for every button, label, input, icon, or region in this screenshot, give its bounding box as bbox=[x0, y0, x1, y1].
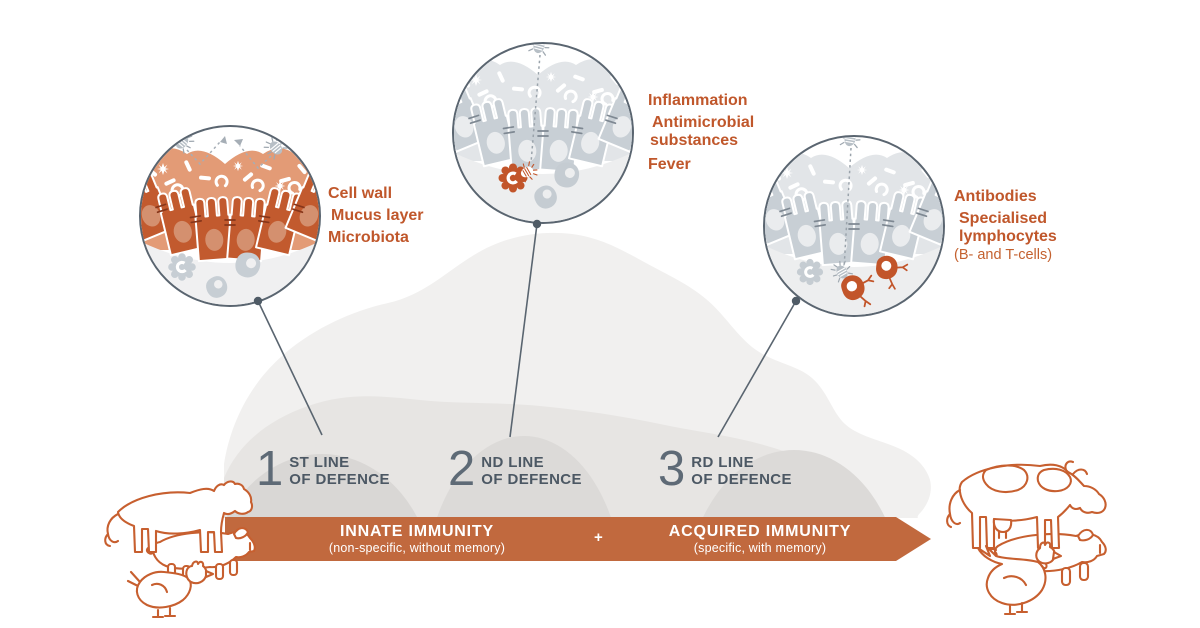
acquired-immunity-subtitle: (specific, with memory) bbox=[693, 541, 827, 555]
blob-bump-3 bbox=[702, 450, 886, 519]
label-b-and-t-cells: (B- and T-cells) bbox=[954, 247, 1053, 263]
label-fever: Fever bbox=[648, 156, 691, 173]
acquired-immunity-title: ACQUIRED IMMUNITY bbox=[668, 523, 852, 540]
defence-label-2: ND LINE OF DEFENCE bbox=[481, 454, 582, 488]
second-line-of-defence: 2 ND LINE OF DEFENCE bbox=[448, 442, 582, 496]
of-defence-text: OF DEFENCE bbox=[691, 471, 792, 489]
blocked-path-lines bbox=[186, 141, 272, 170]
label-substances: substances bbox=[650, 132, 739, 149]
defence-number-3: 3 bbox=[658, 442, 685, 496]
arrowhead-icon bbox=[220, 136, 227, 144]
invasion-path-line bbox=[530, 54, 541, 164]
label-antimicrobial: Antimicrobial bbox=[652, 114, 755, 131]
epithelium-illustration bbox=[119, 127, 340, 328]
innate-immunity-subtitle: (non-specific, without memory) bbox=[328, 541, 506, 555]
ordinal-text: ST LINE bbox=[289, 454, 350, 472]
magnifier-second-line bbox=[452, 42, 634, 438]
pointer-dot bbox=[532, 219, 542, 229]
magnifier-first-line bbox=[139, 125, 323, 436]
label-inflammation: Inflammation bbox=[648, 92, 748, 109]
acquired-immunity-block: ACQUIRED IMMUNITY (specific, with memory… bbox=[610, 522, 910, 556]
of-defence-text: OF DEFENCE bbox=[481, 471, 582, 489]
blob-bump-1 bbox=[226, 454, 418, 519]
defence-number-2: 2 bbox=[448, 442, 475, 496]
ordinal-text: RD LINE bbox=[691, 454, 755, 472]
defence-label-1: ST LINE OF DEFENCE bbox=[289, 454, 390, 488]
of-defence-text: OF DEFENCE bbox=[289, 471, 390, 489]
third-line-labels: Antibodies Specialised lymphocytes (B- a… bbox=[954, 188, 1057, 264]
ordinal-text: ND LINE bbox=[481, 454, 545, 472]
pointer-line bbox=[509, 223, 538, 438]
label-antibodies: Antibodies bbox=[954, 188, 1037, 205]
macrophage-icon bbox=[496, 161, 530, 195]
label-specialised: Specialised bbox=[959, 210, 1048, 227]
magnifier-third-line bbox=[717, 135, 945, 438]
defence-label-3: RD LINE OF DEFENCE bbox=[691, 454, 792, 488]
arrowhead-icon bbox=[234, 139, 243, 146]
innate-immunity-title: INNATE IMMUNITY bbox=[340, 523, 494, 540]
pointer-dot bbox=[253, 296, 263, 306]
macrophage-icon bbox=[795, 257, 825, 287]
label-mucus-layer: Mucus layer bbox=[331, 207, 424, 224]
immunity-arrow-banner: INNATE IMMUNITY (non-specific, without m… bbox=[225, 517, 931, 561]
second-line-labels: Inflammation Antimicrobial substances Fe… bbox=[648, 92, 754, 174]
first-line-labels: Cell wall Mucus layer Microbiota bbox=[328, 183, 423, 249]
plus-sign: + bbox=[594, 529, 603, 546]
label-microbiota: Microbiota bbox=[328, 229, 409, 246]
third-line-of-defence: 3 RD LINE OF DEFENCE bbox=[658, 442, 792, 496]
pointer-line bbox=[717, 300, 797, 438]
epithelium-illustration bbox=[432, 44, 653, 239]
label-lymphocytes: lymphocytes bbox=[959, 228, 1057, 245]
blob-bump-2 bbox=[436, 436, 612, 519]
pointer-line bbox=[257, 300, 323, 436]
label-cell-wall: Cell wall bbox=[328, 185, 393, 202]
innate-immunity-block: INNATE IMMUNITY (non-specific, without m… bbox=[267, 522, 567, 556]
macrophage-icon bbox=[166, 251, 198, 283]
pointer-dot bbox=[791, 296, 801, 306]
defence-number-1: 1 bbox=[256, 442, 283, 496]
first-line-of-defence: 1 ST LINE OF DEFENCE bbox=[256, 442, 390, 496]
